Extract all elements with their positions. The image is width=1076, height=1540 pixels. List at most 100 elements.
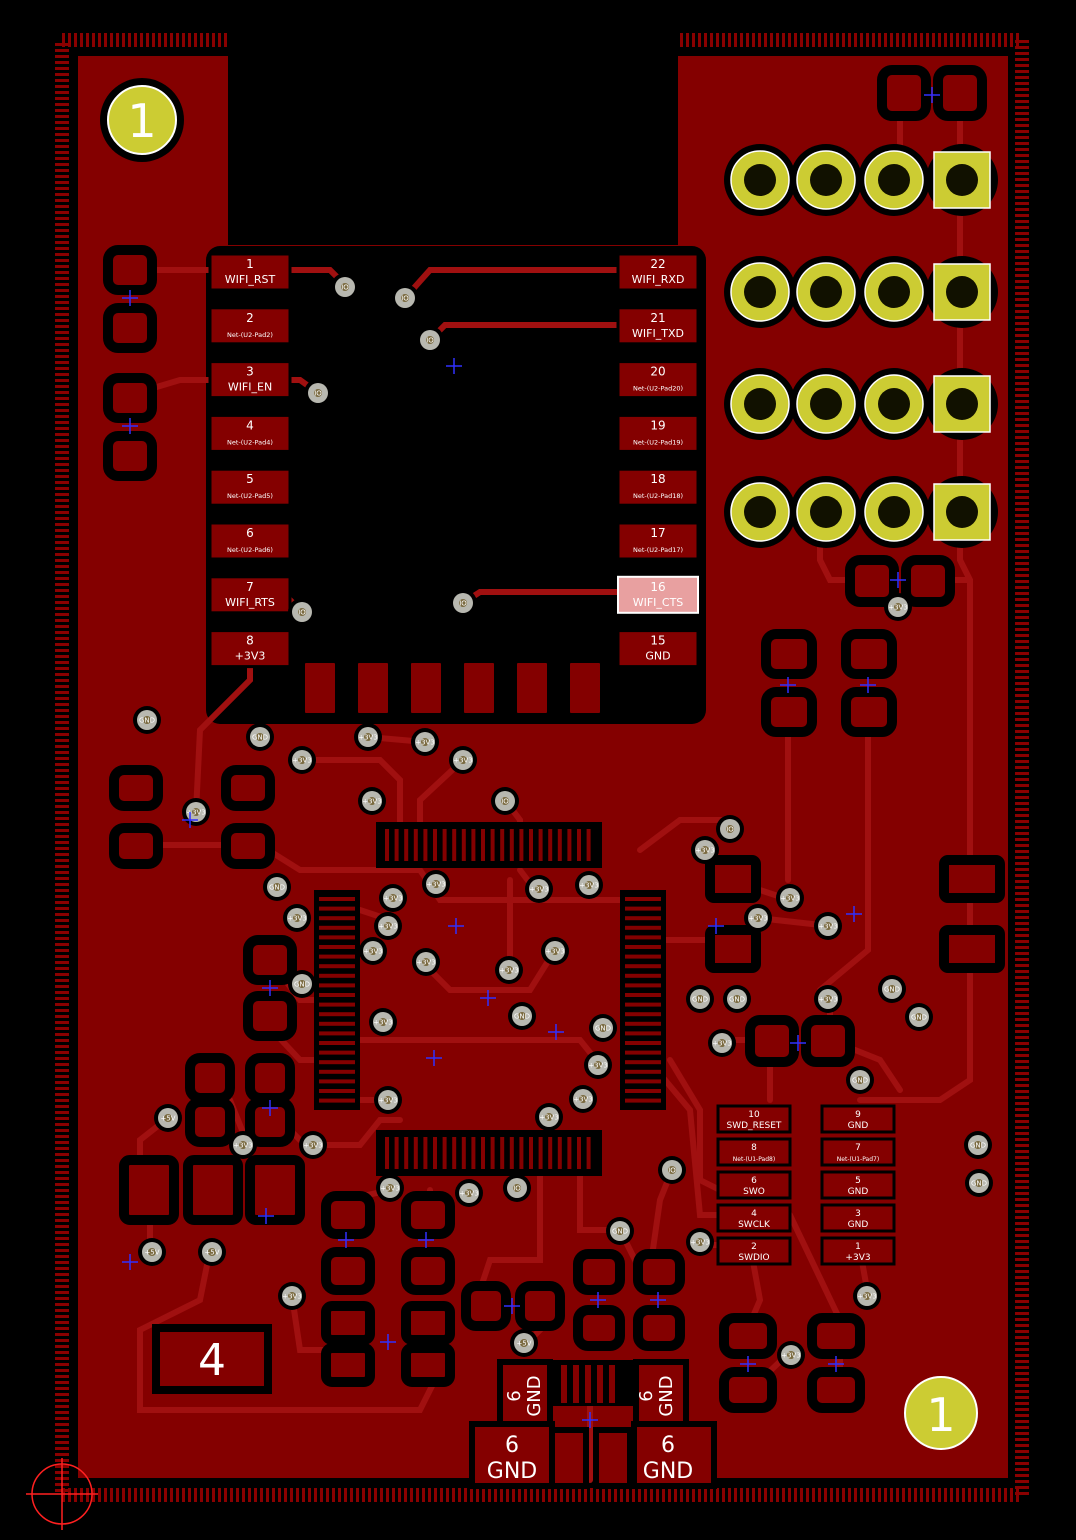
th-drill	[946, 164, 978, 196]
ic-pin	[459, 1135, 468, 1171]
via-drill	[786, 894, 794, 902]
th-drill	[810, 164, 842, 196]
via-label: +3V3	[579, 882, 599, 890]
ic-pin	[317, 1087, 357, 1095]
ic-pin	[623, 895, 663, 903]
via-drill	[668, 1166, 676, 1174]
ic-pin	[517, 1135, 526, 1171]
via-drill	[594, 1061, 602, 1069]
via-drill	[386, 1184, 394, 1192]
ic-pin	[317, 962, 357, 971]
ic-pin	[317, 1058, 357, 1067]
module-left-pin-8-pad	[208, 629, 292, 669]
ic-pin	[317, 914, 357, 923]
via-drill	[192, 808, 200, 816]
ic-pin	[317, 952, 357, 961]
ic-pin	[536, 1135, 545, 1171]
via-label: +3V3	[373, 1019, 393, 1027]
swd-left-pin-8-num: 8	[751, 1143, 757, 1153]
via-drill	[298, 756, 306, 764]
via-label: IO	[668, 1167, 676, 1175]
via-label: IO	[426, 337, 434, 345]
via-drill	[293, 914, 301, 922]
ic-pin	[317, 1019, 357, 1028]
via-label: +5V	[516, 1340, 531, 1348]
ic-pin	[498, 827, 507, 863]
via-label: +3V3	[818, 923, 838, 931]
ic-pin	[623, 1039, 663, 1047]
module-right-pin-20-num: 20	[650, 365, 665, 379]
via-drill	[432, 880, 440, 888]
vias: IOIOIOIOIOIOGNDGND+3V3+3V3+3V3+3V3+3V3+3…	[133, 273, 993, 1369]
usb-shield-net-bl: GND	[487, 1459, 537, 1484]
via-label: +3V3	[818, 996, 838, 1004]
module-right-pin-15-num: 15	[650, 634, 665, 648]
swd-left-pin-6-net: SWO	[743, 1187, 765, 1197]
ic-pin	[584, 827, 593, 863]
module-right-pin-16-pad	[617, 575, 699, 614]
module-left-pin-1-pad	[208, 252, 292, 292]
module-bottom-pad	[352, 657, 394, 719]
via-label: +3V3	[499, 967, 519, 975]
via-label: IO	[341, 284, 349, 292]
ic-pins	[314, 822, 666, 1176]
ic-pin	[469, 827, 478, 863]
ic-pin	[555, 827, 564, 863]
component-crosshairs	[122, 87, 940, 1428]
module-right-pin-20-pad	[616, 360, 700, 400]
ic-pin	[392, 1135, 401, 1171]
via-drill	[426, 336, 434, 344]
mounting-label-top: 1	[127, 94, 156, 148]
module-left-pin-7-num: 7	[246, 580, 254, 594]
ic-pin	[421, 827, 430, 863]
ic-pin	[459, 827, 468, 863]
module-bottom-pad	[564, 657, 606, 719]
ic-pin	[623, 962, 663, 971]
via-drill	[309, 1141, 317, 1149]
ic-pin	[623, 1096, 663, 1105]
ic-pin	[440, 1135, 449, 1171]
via-drill	[465, 1189, 473, 1197]
module-right-pin-22-pad	[616, 252, 700, 292]
via-drill	[545, 1113, 553, 1121]
via-label: GND	[970, 1142, 986, 1150]
via-label: +3V3	[380, 1185, 400, 1193]
ic-pin	[536, 827, 545, 863]
via-drill	[341, 283, 349, 291]
ic-pin	[411, 1135, 420, 1171]
via-drill	[974, 1141, 982, 1149]
footprint-4: 4	[152, 1324, 272, 1394]
via-label: +5V	[204, 1249, 219, 1257]
usb-shield-net-br: GND	[643, 1459, 693, 1484]
module-left-pin-5-net: Net-(U2-Pad5)	[227, 492, 273, 500]
via-drill	[389, 894, 397, 902]
module-right-pin-21-pad	[616, 306, 700, 346]
module-right-pin-22-num: 22	[650, 257, 665, 271]
swd-left-pin-10-pad	[716, 1104, 792, 1134]
module-right-pin-17-pad	[616, 521, 700, 561]
ic-pin	[383, 1135, 391, 1171]
via-drill	[863, 1292, 871, 1300]
ic-pin	[317, 1000, 357, 1009]
via-drill	[379, 1018, 387, 1026]
via-drill	[726, 825, 734, 833]
via-drill	[239, 1141, 247, 1149]
via-drill	[459, 756, 467, 764]
ic-pin	[623, 1067, 663, 1076]
via-label: IO	[501, 798, 509, 806]
wifi-module-body	[206, 246, 706, 724]
via-drill	[915, 1013, 923, 1021]
ic-pin	[317, 1029, 357, 1038]
via-label: GND	[294, 981, 310, 989]
via-drill	[535, 885, 543, 893]
ic-pin	[469, 1135, 478, 1171]
via-drill	[148, 1248, 156, 1256]
swd-right-pin-1-net: +3V3	[845, 1253, 870, 1263]
via-label: +3V3	[378, 1097, 398, 1105]
ic-pin	[317, 971, 357, 980]
via-label: +3V3	[690, 1239, 710, 1247]
via-label: +3V3	[781, 1352, 801, 1360]
via-label: +3V3	[780, 895, 800, 903]
wifi-module-pins: 1WIFI_RST2Net-(U2-Pad2)3WIFI_EN4Net-(U2-…	[208, 252, 700, 669]
